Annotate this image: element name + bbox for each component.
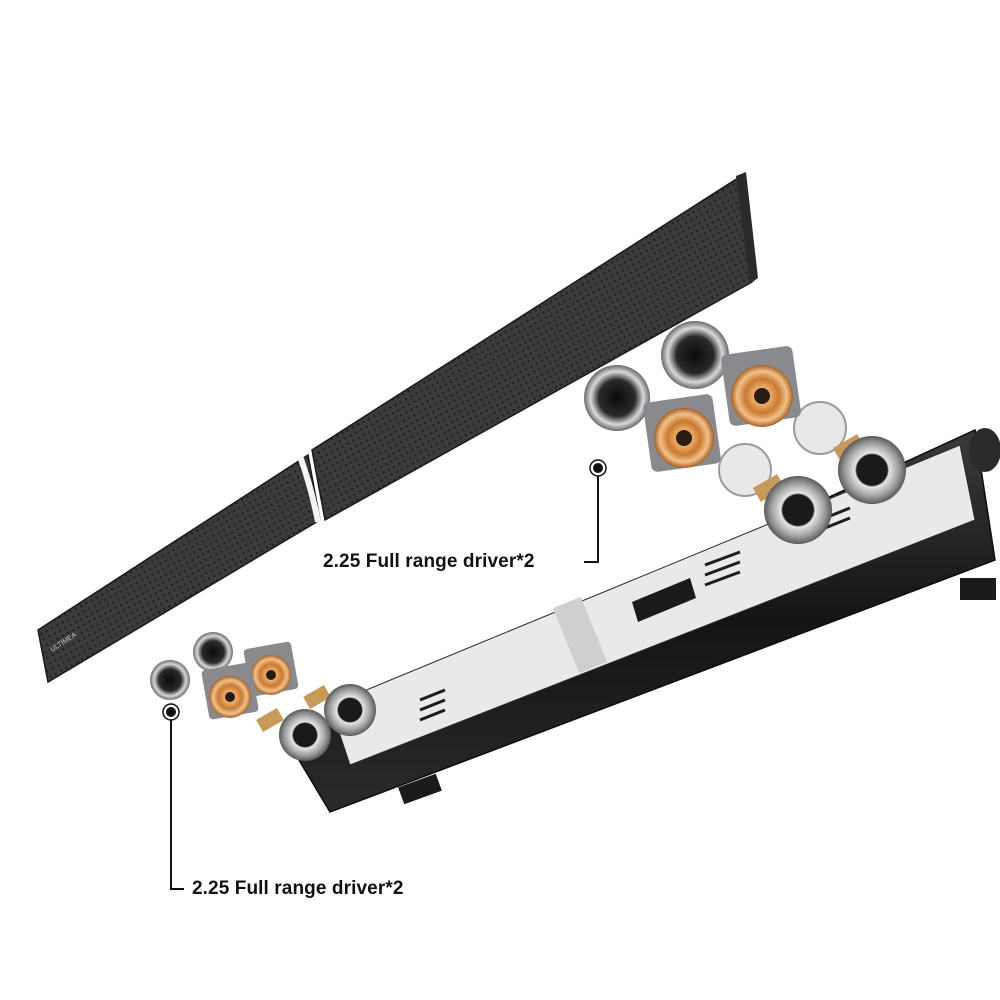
tweeter-3-icon — [193, 632, 233, 672]
callout-label-bottom: 2.25 Full range driver*2 — [192, 878, 404, 899]
magnet-rings-left — [256, 684, 376, 761]
full-range-driver-3-icon — [243, 641, 299, 697]
full-range-driver-4-icon — [201, 662, 259, 720]
callout-label-top: 2.25 Full range driver*2 — [323, 551, 535, 572]
callout-leader-bottom — [162, 703, 184, 890]
grille-cover: ULTIMEA — [37, 172, 758, 684]
callout-leader-top — [584, 459, 607, 563]
magnet-rings-right — [718, 401, 906, 544]
driver-group-bottom — [150, 632, 299, 720]
full-range-driver-2-icon — [643, 394, 721, 472]
tweeter-1-icon — [661, 321, 729, 389]
full-range-driver-1-icon — [721, 346, 801, 427]
tweeter-4-icon — [150, 660, 190, 700]
tweeter-2-icon — [584, 365, 650, 431]
driver-group-top — [584, 321, 801, 472]
